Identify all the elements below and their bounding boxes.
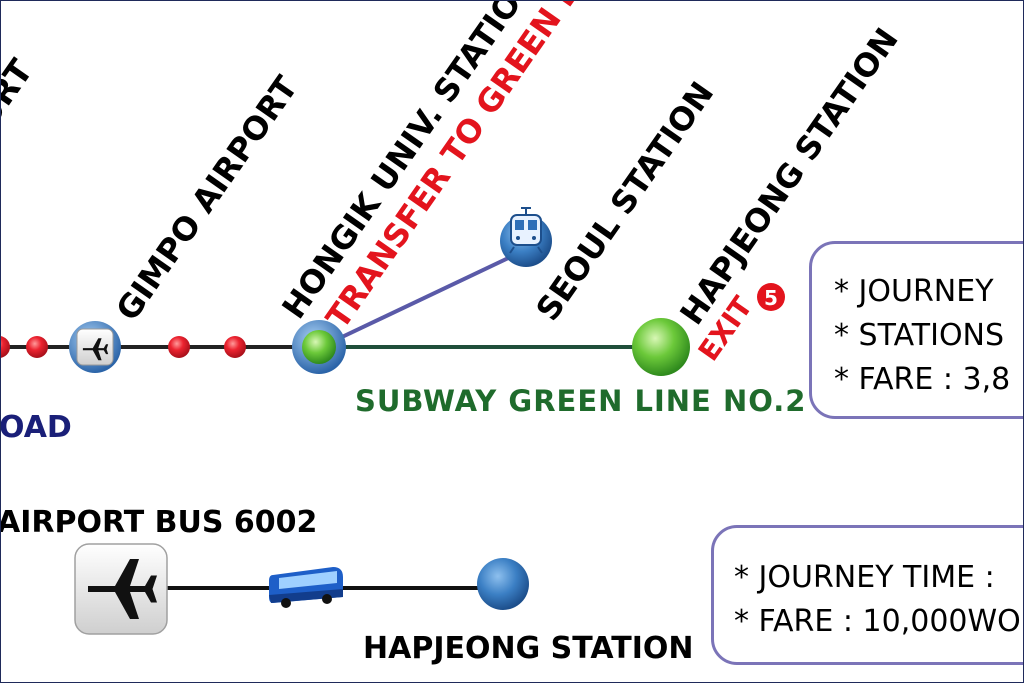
info-box-subway: * JOURNEY * STATIONS * FARE : 3,8 — [809, 241, 1023, 419]
airplane-icon — [88, 559, 157, 619]
exit-number: 5 — [764, 286, 778, 310]
journey-time-row: * JOURNEY — [834, 274, 994, 309]
hapjeong-station-label-bottom: HAPJEONG STATION — [363, 631, 694, 666]
gimpo-airport-node — [69, 321, 121, 373]
train-icon — [509, 207, 543, 254]
fare-row: * FARE : 3,8 — [834, 362, 1011, 397]
green-line-label: SUBWAY GREEN LINE NO.2 — [355, 384, 806, 418]
airport-bus-label: AIRPORT BUS 6002 — [1, 505, 317, 540]
exit-number-badge: 5 — [757, 283, 785, 311]
seoul-station-node — [500, 207, 552, 267]
station-dot — [168, 336, 190, 358]
stations-row: * STATIONS — [834, 318, 1005, 353]
airport-key-node — [74, 543, 168, 635]
hapjeong-station-node — [632, 318, 690, 376]
airplane-icon — [82, 338, 109, 361]
journey-time-row: * JOURNEY TIME : — [734, 560, 995, 595]
road-label-fragment: OAD — [1, 410, 72, 445]
info-box-bus: * JOURNEY TIME : * FARE : 10,000WO — [711, 525, 1023, 665]
station-dot — [1, 336, 10, 358]
airport-label-fragment: ORT — [1, 52, 41, 136]
fare-row: * FARE : 10,000WO — [734, 604, 1021, 639]
transfer-branch-line — [320, 249, 524, 349]
gimpo-airport-label: GIMPO AIRPORT — [108, 69, 305, 328]
bus-icon — [269, 567, 343, 608]
station-dot — [26, 336, 48, 358]
hongik-station-node — [292, 320, 346, 374]
hapjeong-bus-stop-node — [477, 558, 529, 610]
station-dot — [224, 336, 246, 358]
